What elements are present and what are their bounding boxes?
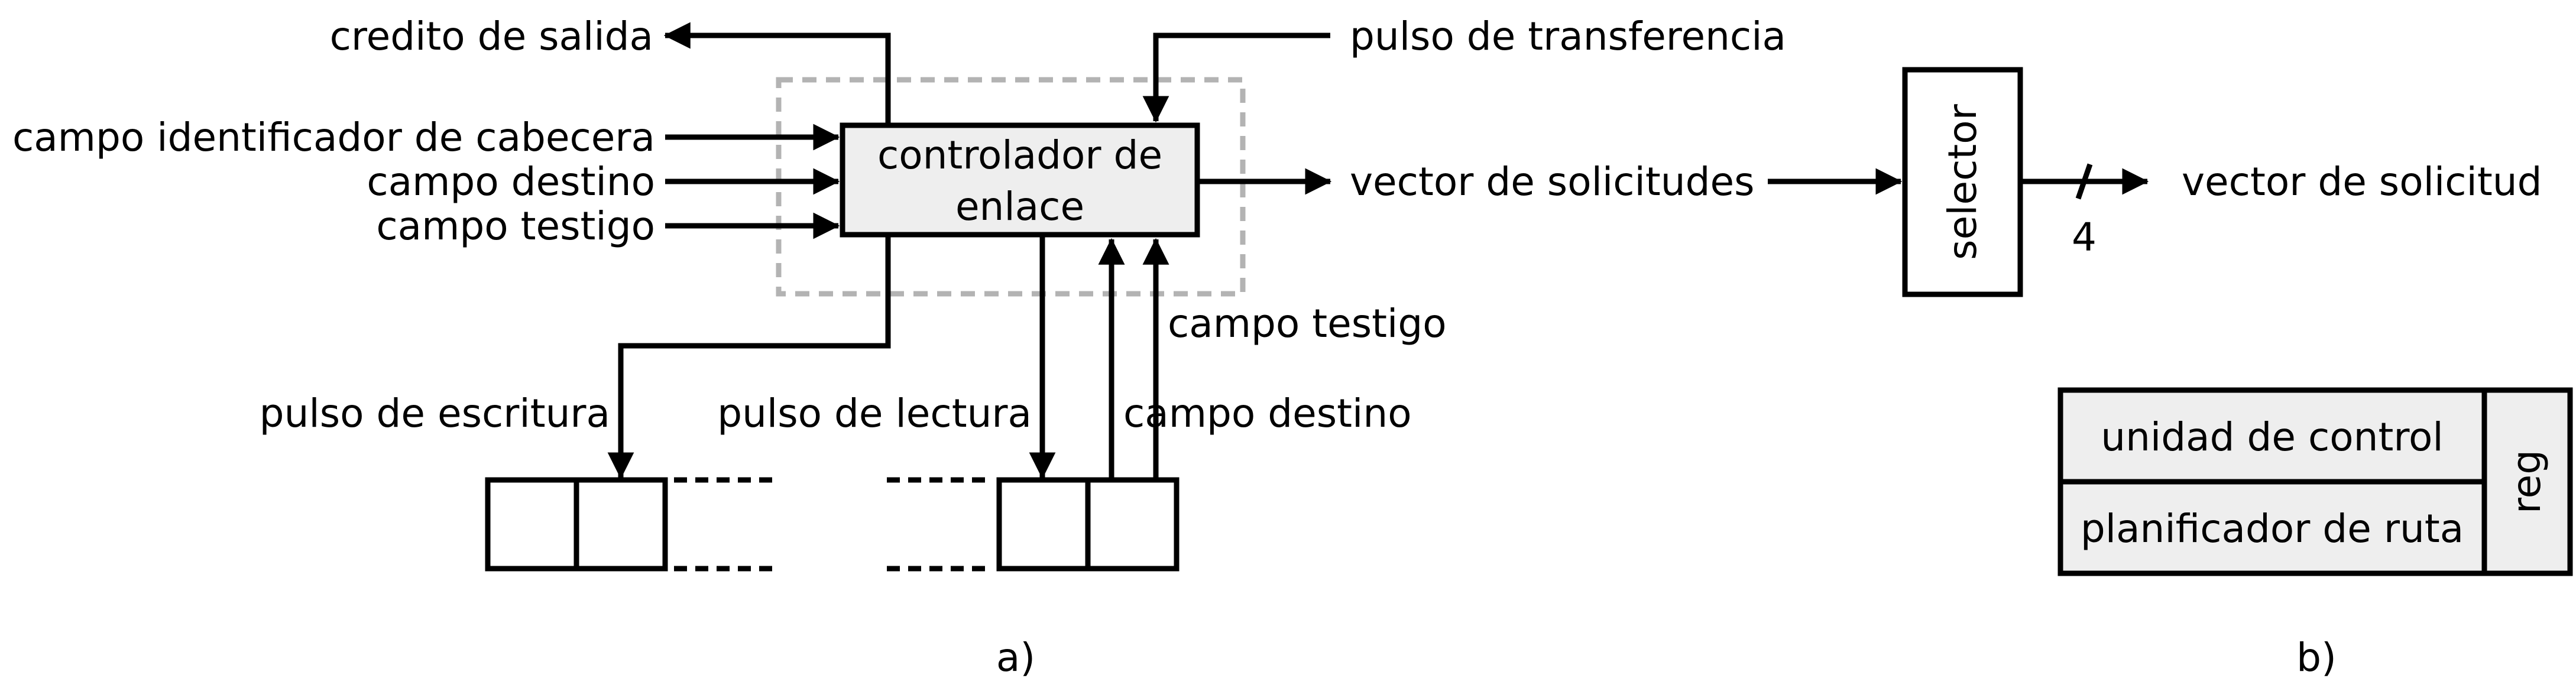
route-scheduler-box: [2057, 479, 2487, 576]
token-feedback-label: campo testigo: [1168, 301, 1447, 346]
caption-a: a): [996, 635, 1035, 680]
destination-field-label: campo destino: [367, 159, 655, 205]
part-b: selector 4 vector de solicitud unidad de…: [1768, 67, 2573, 680]
header-id-label: campo identificador de cabecera: [12, 115, 655, 160]
part-a: controlador de enlace credito de salida …: [12, 14, 1786, 680]
write-pulse-arrow: [607, 235, 891, 479]
dashed-boundary: [776, 77, 1246, 297]
transfer-pulse-label: pulso de transferencia: [1350, 14, 1786, 59]
control-unit-box: [2057, 387, 2487, 485]
selector-label: selector: [1940, 103, 1985, 259]
fifo-cell-4: [1085, 477, 1180, 572]
link-controller-label-line1: controlador de: [877, 132, 1162, 178]
request-vector-label: vector de solicitudes: [1350, 159, 1754, 205]
bus-width-label: 4: [2072, 215, 2097, 260]
bus-width-slash: [2075, 163, 2093, 200]
credit-out-arrow: [663, 22, 891, 125]
read-pulse-label: pulso de lectura: [717, 391, 1032, 436]
fifo-cell-3: [996, 477, 1091, 572]
link-controller-label-line2: enlace: [955, 184, 1084, 229]
fifo-cell-2: [573, 477, 668, 572]
caption-b: b): [2296, 635, 2337, 680]
transfer-pulse-arrow: [1142, 33, 1330, 123]
register-label: reg: [2504, 450, 2549, 514]
fifo-cell-1: [485, 477, 579, 572]
route-scheduler-label: planificador de ruta: [2081, 506, 2464, 551]
link-controller-box: [840, 122, 1200, 238]
token-field-label: campo testigo: [376, 203, 655, 249]
control-unit-label: unidad de control: [2101, 414, 2443, 460]
register-box: [2481, 387, 2573, 576]
request-vector-out-label: vector de solicitud: [2182, 159, 2542, 205]
destination-feedback-label: campo destino: [1123, 391, 1412, 436]
write-pulse-label: pulso de escritura: [260, 391, 610, 436]
selector-box: [1902, 67, 2023, 297]
credit-out-label: credito de salida: [330, 14, 653, 59]
